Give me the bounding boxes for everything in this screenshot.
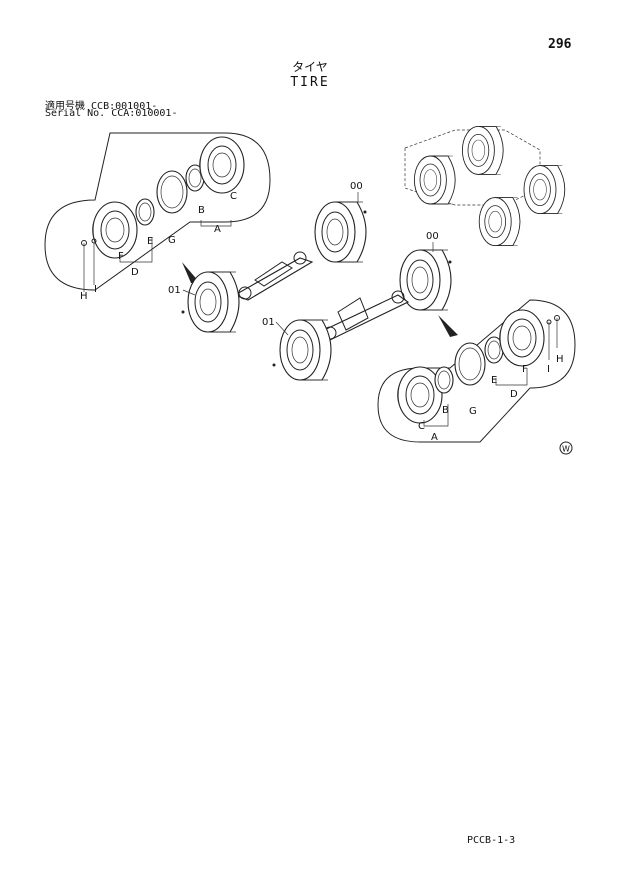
callout-e-lower: E xyxy=(491,375,497,386)
lower-group-outline xyxy=(377,299,576,443)
rim-ring-b-lower xyxy=(434,366,454,394)
callout-f-upper: F xyxy=(118,251,124,262)
page-title-japanese: タイヤ xyxy=(292,60,328,74)
circled-w-mark: W xyxy=(559,441,573,455)
callout-c-lower: C xyxy=(418,421,425,432)
callout-d-lower: D xyxy=(510,389,518,400)
front-axle xyxy=(233,251,314,301)
rear-axle xyxy=(318,290,410,341)
serial-line-1: 適用号機 CCB:001001- xyxy=(45,97,157,112)
callout-g-lower: G xyxy=(469,406,477,417)
tire-assembly-00-lower xyxy=(399,249,452,311)
tire-part-c xyxy=(198,136,245,194)
serial-label-jp: 適用号機 xyxy=(45,101,85,112)
flange-g xyxy=(156,170,188,214)
tire-part-f xyxy=(91,201,138,259)
lower-right-exploded-group xyxy=(377,299,576,443)
callout-a-lower: A xyxy=(431,432,438,443)
overview-tire-3 xyxy=(523,165,566,215)
machine-overview xyxy=(404,125,566,247)
tire-part-f-lower xyxy=(498,309,545,367)
serial-label-en: Serial No. xyxy=(45,108,106,119)
callout-e-upper: E xyxy=(147,236,153,247)
serial-value-1: CCB:001001- xyxy=(91,101,158,112)
callout-d-upper: D xyxy=(131,267,139,278)
callout-c-upper: C xyxy=(230,191,237,202)
overview-tire-2 xyxy=(413,155,456,205)
overview-tire-1 xyxy=(461,125,504,175)
callout-g-upper: G xyxy=(168,235,176,246)
tire-assembly-00-upper xyxy=(314,201,367,263)
flange-g-lower xyxy=(454,342,486,386)
tire-assembly-01-lower xyxy=(279,319,332,381)
footer-code: PCCB-1-3 xyxy=(467,835,516,846)
rim-ring-e xyxy=(135,198,155,226)
callout-a-upper: A xyxy=(214,224,221,235)
callout-01-upper: 01 xyxy=(168,285,181,296)
overview-tire-4 xyxy=(478,197,521,247)
page-number: 296 xyxy=(548,37,572,52)
callout-h-lower: H xyxy=(556,354,564,365)
callout-i-upper: I xyxy=(94,284,97,295)
serial-value-2: CCA:010001- xyxy=(111,108,178,119)
callout-h-upper: H xyxy=(80,291,88,302)
callout-b-lower: B xyxy=(442,405,449,416)
page-title: TIRE xyxy=(290,75,330,90)
callout-00-lower: 00 xyxy=(426,231,439,242)
pointer-arrow-lower xyxy=(438,315,458,337)
callout-i-lower: I xyxy=(547,364,550,375)
tire-assembly-01-upper xyxy=(187,271,240,333)
serial-line-2: Serial No. CCA:010001- xyxy=(45,108,177,119)
upper-left-exploded-group xyxy=(44,132,271,292)
callout-01-lower: 01 xyxy=(262,317,275,328)
circled-w-letter: W xyxy=(562,445,570,454)
upper-group-outline xyxy=(44,132,271,291)
callout-00-upper: 00 xyxy=(350,181,363,192)
callout-b-upper: B xyxy=(198,205,205,216)
callout-f-lower: F xyxy=(522,364,528,375)
